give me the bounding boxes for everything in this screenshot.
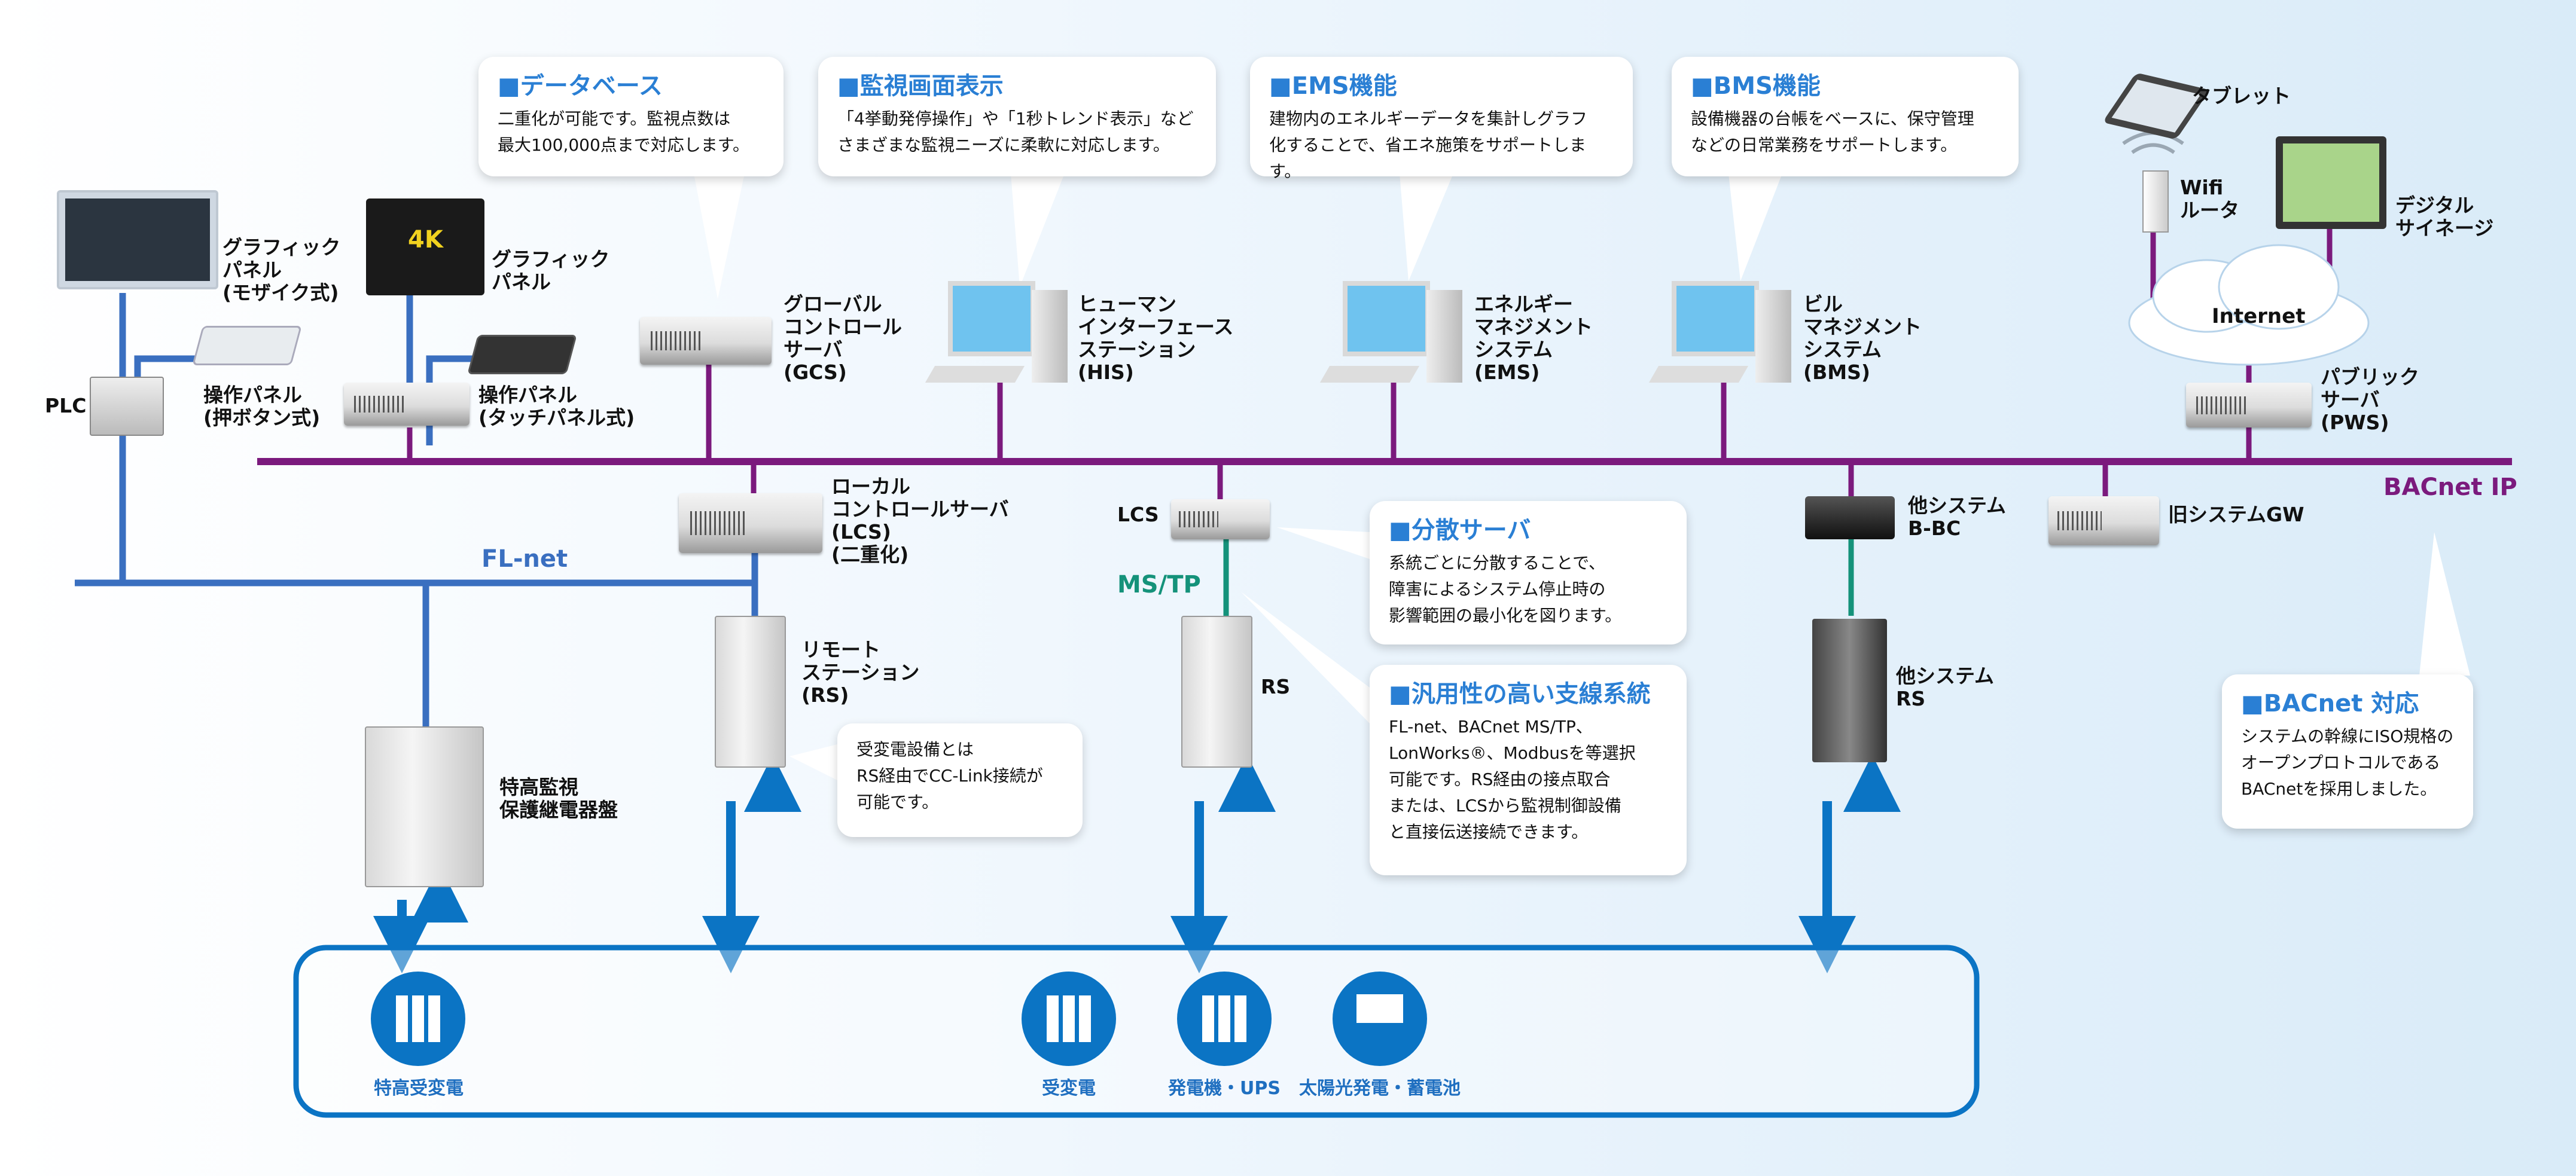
plc-label: PLC [45,394,87,417]
callout-database-title: ■データベース [498,72,663,100]
remote-station-label: リモート ステーション (RS) [801,638,920,707]
op-panel-button-icon [192,326,302,365]
graphic-panel-screen: 4K [366,198,484,295]
callout-ems: ■EMS機能 建物内のエネルギーデータを集計しグラフ 化することで、省エネ施策を… [1250,57,1633,181]
callout-distributed-body: 系統ごとに分散することで、 障害によるシステム停止時の 影響範囲の最小化を図りま… [1389,553,1622,625]
callout-database-body: 二重化が可能です。監視点数は 最大100,000点まで対応します。 [498,109,749,155]
pws-label: パブリック サーバ (PWS) [2321,365,2419,434]
callout-monitor-body: 「4挙動発停操作」や「1秒トレンド表示」など さまざまな監視ニーズに柔軟に対応し… [837,109,1194,155]
internet-cloud-icon [2128,244,2370,366]
ms-tp-label: MS/TP [1117,571,1201,598]
callout-bms-title: ■BMS機能 [1691,72,1821,100]
callout-database: ■データベース 二重化が可能です。監視点数は 最大100,000点まで対応します… [478,57,784,176]
rs-cabinet-icon [1181,616,1252,768]
old-system-gw-icon [2048,496,2159,545]
graphic-panel-server-icon [344,383,470,426]
old-system-gw-label: 旧システムGW [2168,503,2304,526]
graphic-panel-mosaic-label: グラフィック パネル (モザイク式) [222,236,341,304]
bms-pc-icon [1648,281,1791,383]
op-panel-touch-icon [467,335,577,374]
other-rs-cabinet-icon [1812,619,1887,762]
callout-bacnet-title: ■BACnet 対応 [2241,690,2419,717]
his-label: ヒューマン インターフェース ステーション (HIS) [1078,292,1234,384]
tablet-label: タブレット [2192,84,2291,108]
relay-panel-cabinet-icon [365,726,484,887]
ems-pc-icon [1319,281,1462,383]
switchgear-icon [1022,972,1116,1066]
graphic-panel-label: グラフィック パネル [492,248,610,294]
ems-label: エネルギー マネジメント システム (EMS) [1474,292,1593,384]
lcs-server-icon [1171,499,1270,539]
callout-bacnet-body: システムの幹線にISO規格の オープンプロトコルである BACnetを採用しまし… [2241,726,2454,799]
callout-distributed: ■分散サーバ 系統ごとに分散することで、 障害によるシステム停止時の 影響範囲の… [1370,501,1687,644]
equipment-label-1: 受変電 [1042,1078,1096,1099]
callout-bms-body: 設備機器の台帳をベースに、保守管理 などの日常業務をサポートします。 [1691,109,1974,155]
pws-server-icon [2186,383,2312,427]
digital-signage-label: デジタル サイネージ [2395,194,2494,240]
graphic-panel-mosaic-image [57,190,218,289]
callout-pointers [694,173,2470,780]
power-arrows [373,755,1901,973]
screen-4k-label: 4K [408,226,443,253]
callout-branch-title: ■汎用性の高い支線系統 [1389,680,1651,708]
callout-branch: ■汎用性の高い支線系統 FL-net、BACnet MS/TP、 LonWork… [1370,665,1687,875]
gcs-server-icon [640,317,772,365]
switchgear-icon [371,972,465,1066]
generator-icon [1177,972,1272,1066]
relay-panel-label: 特高監視 保護継電器盤 [499,775,618,821]
his-pc-icon [925,281,1068,383]
equipment-label-2: 発電機・UPS [1168,1078,1281,1099]
fl-net-label: FL-net [481,545,568,573]
callout-cclink-body: 受変電設備とは RS経由でCC-Link接続が 可能です。 [856,740,1043,812]
gcs-label: グローバル コントロール サーバ (GCS) [784,292,902,384]
callout-cclink: 受変電設備とは RS経由でCC-Link接続が 可能です。 [837,723,1083,837]
lcs-dual-server-icon [679,493,822,553]
internet-label: Internet [2212,304,2306,328]
digital-signage-icon [2276,136,2386,229]
other-bbc-label: 他システム B-BC [1908,494,2007,540]
lcs-label: LCS [1117,503,1159,526]
callout-branch-body: FL-net、BACnet MS/TP、 LonWorks®、Modbusを等選… [1389,717,1636,842]
other-rs-label: 他システム RS [1896,664,1995,710]
rs-label: RS [1261,675,1291,698]
callout-bacnet: ■BACnet 対応 システムの幹線にISO規格の オープンプロトコルである B… [2222,674,2473,829]
other-bbc-icon [1805,496,1895,539]
equipment-frame [293,945,1980,1118]
solar-battery-icon [1333,972,1427,1066]
callout-ems-title: ■EMS機能 [1269,72,1397,100]
callout-monitor: ■監視画面表示 「4挙動発停操作」や「1秒トレンド表示」など さまざまな監視ニー… [818,57,1216,176]
wifi-router-icon [2142,170,2169,233]
callout-bms: ■BMS機能 設備機器の台帳をベースに、保守管理 などの日常業務をサポートします… [1672,57,2019,176]
equipment-label-0: 特高受変電 [374,1078,464,1099]
callout-monitor-title: ■監視画面表示 [837,72,1004,100]
op-panel-touch-label: 操作パネル (タッチパネル式) [478,383,635,429]
lcs-dual-label: ローカル コントロールサーバ (LCS) (二重化) [831,475,1009,566]
equipment-label-3: 太陽光発電・蓄電池 [1299,1078,1461,1099]
remote-station-cabinet-icon [715,616,786,768]
bms-label: ビル マネジメント システム (BMS) [1803,292,1922,384]
ms-tp-lines [1223,539,1854,616]
callout-distributed-title: ■分散サーバ [1389,517,1531,544]
bacnet-ip-label: BACnet IP [2383,474,2517,501]
callout-ems-body: 建物内のエネルギーデータを集計しグラフ 化することで、省エネ施策をサポートします… [1269,109,1588,181]
plc-icon [90,377,164,436]
wifi-router-label: Wifi ルータ [2180,176,2239,222]
op-panel-button-label: 操作パネル (押ボタン式) [203,383,321,429]
